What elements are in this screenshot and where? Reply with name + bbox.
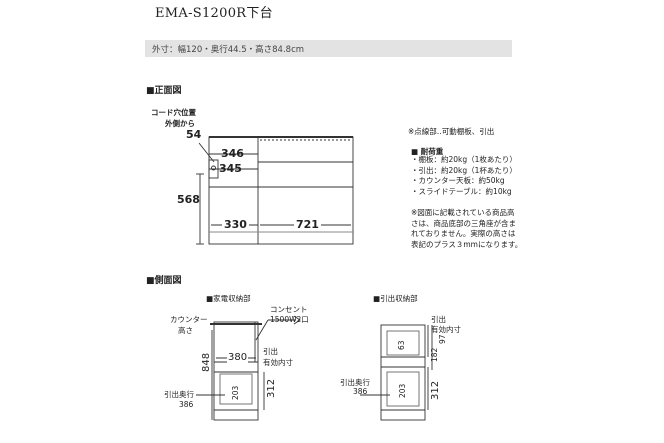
dim-312: 312: [430, 380, 441, 400]
dim-345: 345: [219, 162, 242, 175]
cord-hole-value: 54: [186, 128, 202, 141]
side-appliance-outline: [213, 321, 259, 421]
drawer-label-1: 引出: [431, 315, 446, 324]
drawer-label-2: 有効内寸: [263, 358, 293, 367]
side-view-heading: ■側面図: [146, 276, 182, 286]
depth-value: 386: [353, 387, 368, 396]
depth-value: 386: [179, 400, 194, 409]
dim-380: 380: [227, 352, 249, 363]
load-item: ・カウンター天板：約50kg: [411, 176, 505, 185]
dim-97: 97: [438, 334, 447, 344]
cord-hole-label-1: コード穴位置: [151, 108, 196, 117]
depth-label: 引出奥行: [164, 390, 194, 399]
load-item: ・スライドテーブル：約10kg: [411, 186, 512, 196]
disclaimer-line: さは、商品底部の三角座が含ま: [411, 218, 516, 228]
appliance-heading: ■家電収納部: [206, 294, 251, 303]
dimension-bar: 外寸：幅120・奥行44.5・高さ84.8cm: [145, 40, 512, 57]
disclaimer-line: ※図面に記載されている商品高: [411, 208, 515, 217]
dim-203: 203: [398, 383, 407, 398]
load-list: ・棚板：約20kg（1枚あたり） ・引出：約20kg（1杯あたり） ・カウンター…: [411, 155, 517, 197]
drawer-section-heading: ■引出収納部: [373, 294, 418, 303]
dim-182: 182: [430, 347, 439, 362]
dim-346: 346: [221, 147, 244, 160]
load-heading: ■ 耐荷重: [411, 147, 444, 156]
dim-721: 721: [294, 218, 321, 231]
drawer-label-2: 有効内寸: [431, 325, 461, 334]
dim-848: 848: [201, 352, 212, 372]
dim-330: 330: [222, 218, 249, 231]
page-title: EMA-S1200R下台: [155, 6, 273, 21]
outlet-label-2: 1500W2口: [270, 315, 309, 324]
dim-568: 568: [177, 193, 200, 206]
dim-312: 312: [266, 378, 277, 398]
dimension-text: 外寸：幅120・奥行44.5・高さ84.8cm: [152, 45, 305, 55]
disclaimer: ※図面に記載されている商品高 さは、商品底部の三角座が含ま れておりません。実際…: [411, 208, 522, 250]
dotted-note: ※点線部‥可動棚板、引出: [408, 127, 495, 136]
counter-label-2: 高さ: [178, 326, 193, 335]
dim-63: 63: [397, 340, 406, 350]
front-view-heading: ■正面図: [146, 86, 182, 96]
load-item: ・引出：約20kg（1杯あたり）: [411, 165, 517, 175]
dim-203: 203: [231, 385, 240, 400]
load-item: ・棚板：約20kg（1枚あたり）: [411, 155, 517, 164]
outlet-label-1: コンセント: [270, 305, 308, 314]
cord-hole-label-2: 外側から: [165, 119, 195, 128]
side-drawer-outline: [380, 324, 426, 421]
disclaimer-line: 表記のプラス３mmになります。: [411, 239, 523, 249]
counter-label-1: カウンター: [170, 315, 208, 324]
disclaimer-line: れておりません。実際の高さは: [411, 229, 516, 238]
drawer-label-1: 引出: [263, 347, 278, 356]
depth-label: 引出奥行: [340, 378, 370, 387]
